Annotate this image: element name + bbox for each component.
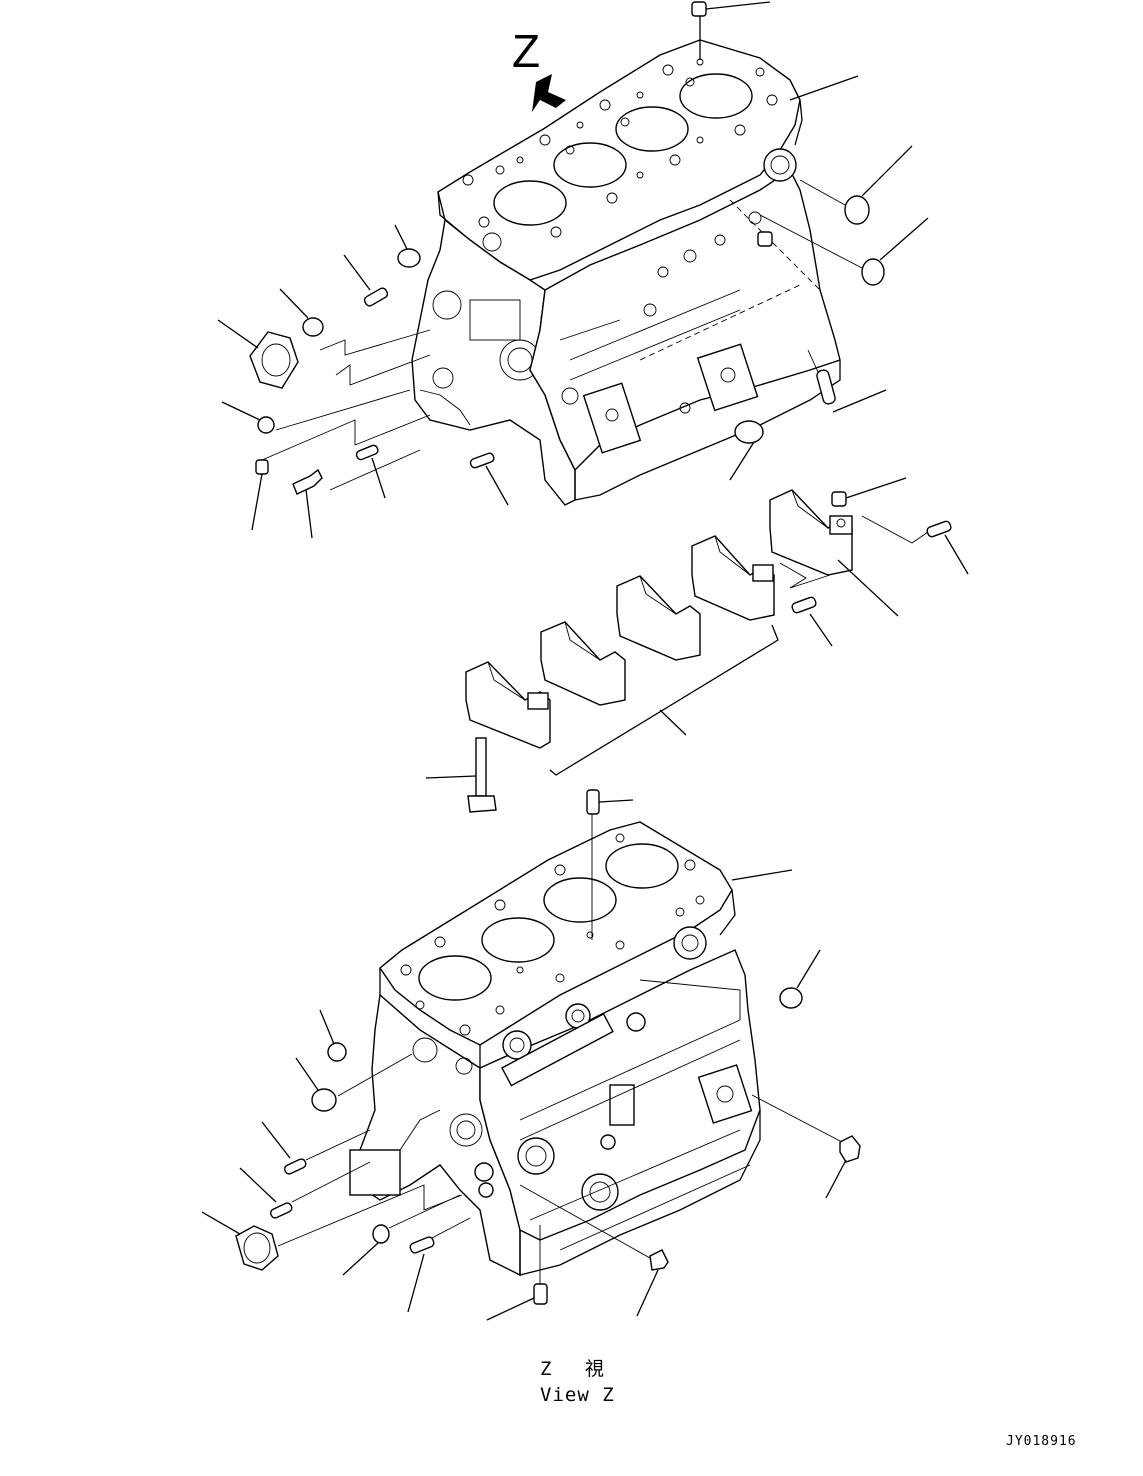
caption-line-jp: Z 視	[540, 1358, 605, 1380]
main-bearing-caps	[425, 477, 969, 813]
caption-line-en: View Z	[540, 1384, 615, 1406]
lower-small-parts	[201, 789, 861, 1321]
upper-small-parts	[217, 1, 929, 539]
view-z-marker: Z	[512, 25, 541, 77]
lower-cylinder-block	[349, 821, 761, 1277]
view-z-arrow	[532, 74, 566, 112]
view-caption: Z 視 View Z	[540, 1356, 615, 1408]
drawing-code: JY018916	[1006, 1434, 1077, 1449]
upper-cylinder-block	[411, 39, 841, 506]
